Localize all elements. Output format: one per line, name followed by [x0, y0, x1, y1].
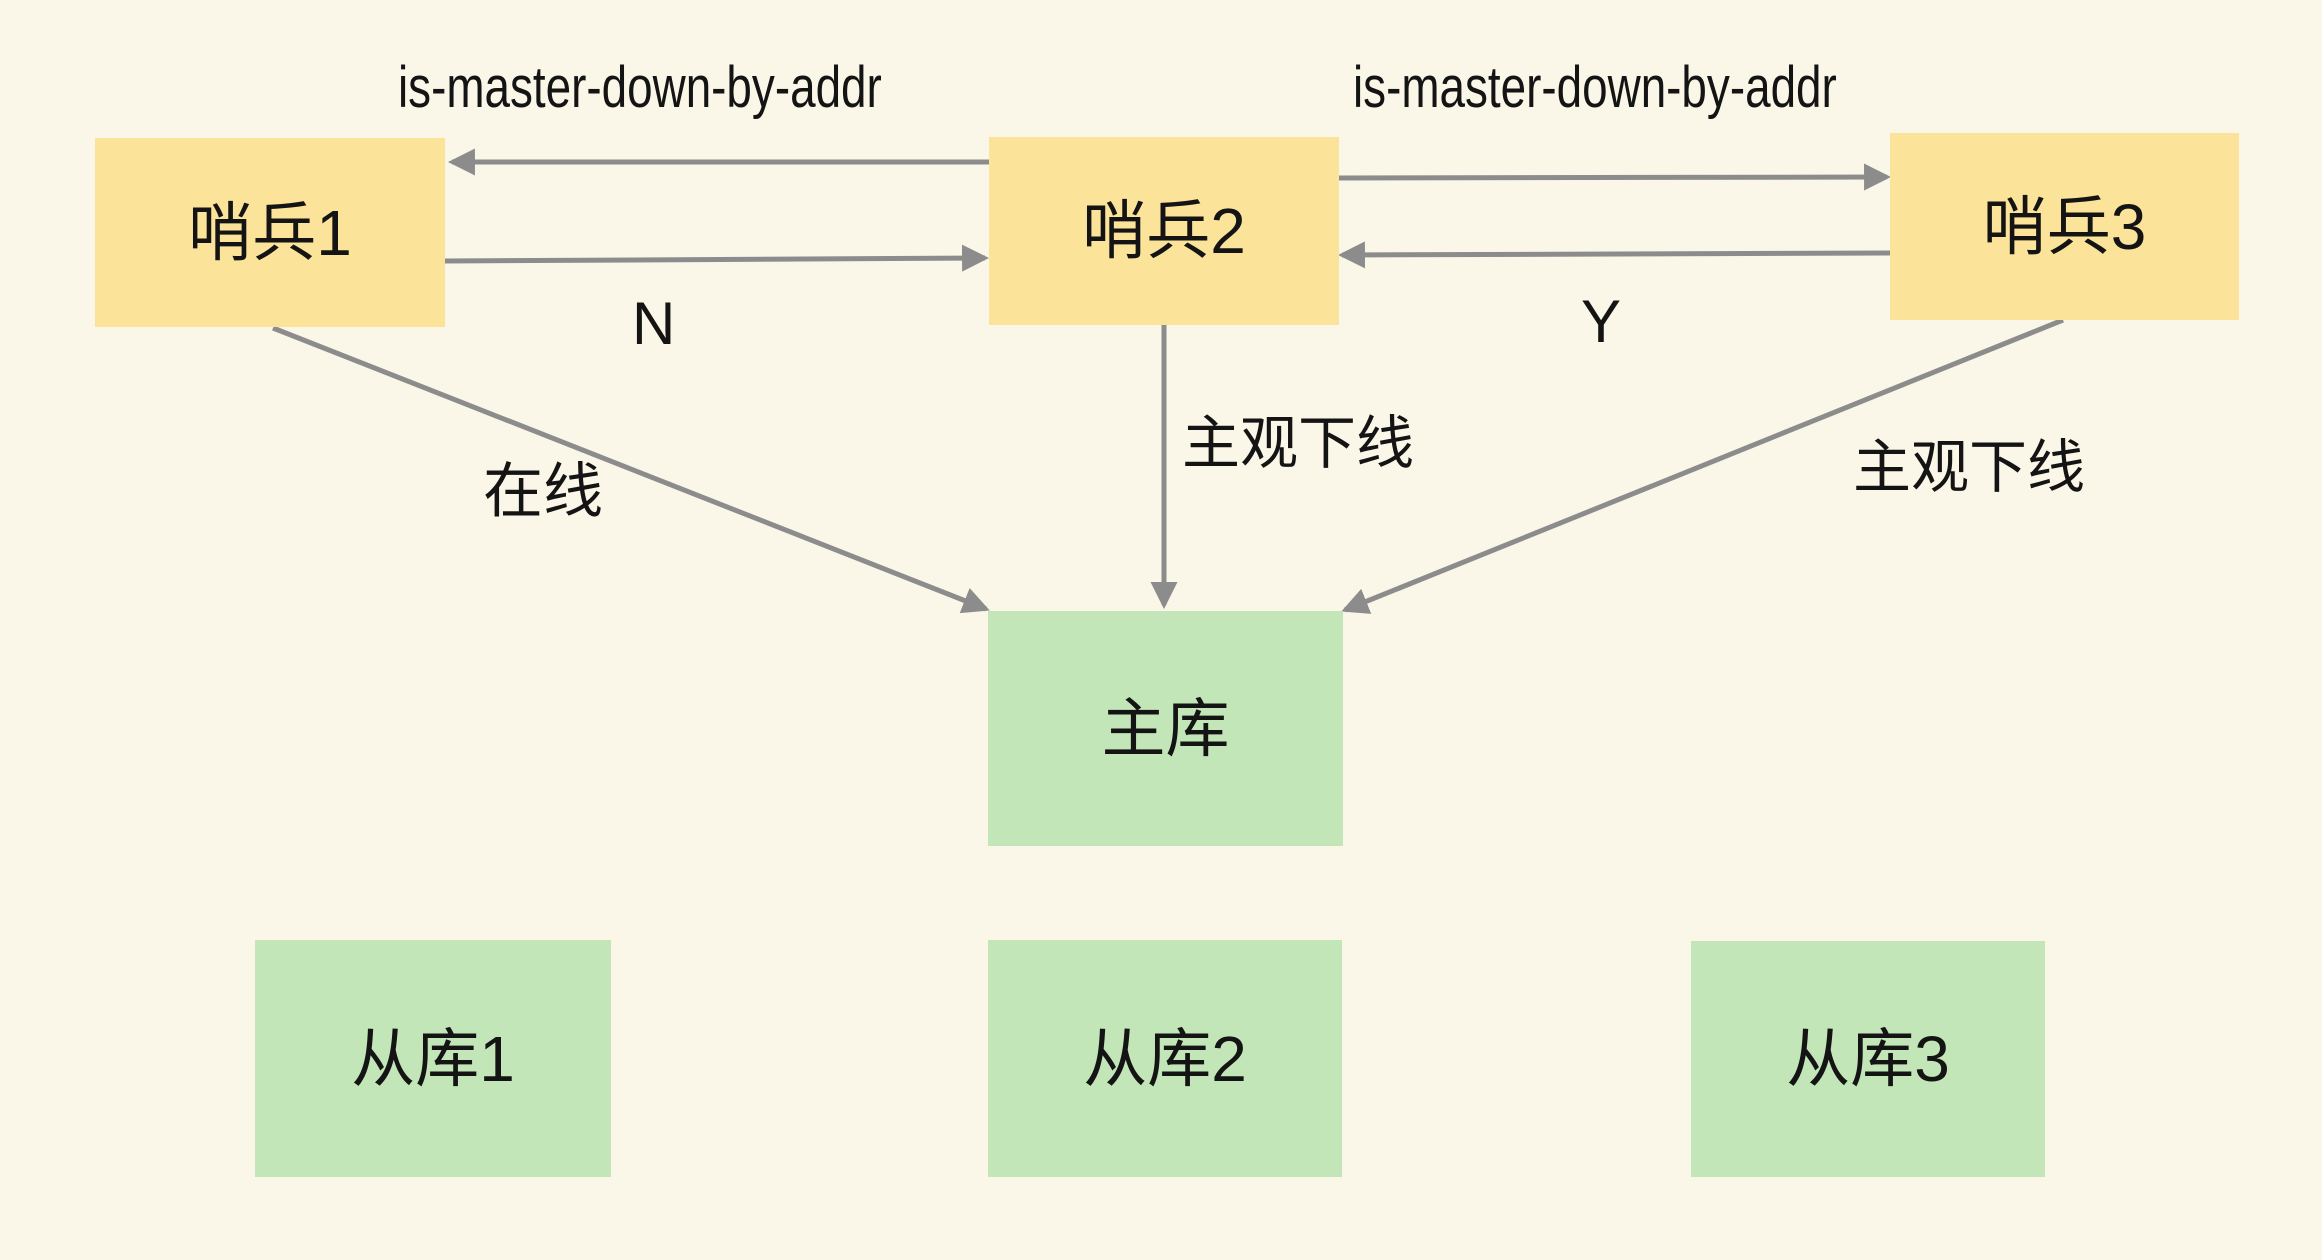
node-slave-1: 从库1	[255, 940, 611, 1177]
node-sentinel-1: 哨兵1	[95, 138, 445, 327]
edge-label-is-master-down-by-addr-right: is-master-down-by-addr	[1353, 55, 1837, 120]
node-sentinel-1-label: 哨兵1	[188, 196, 352, 269]
arrow-sentinel3-to-master	[1341, 317, 2064, 614]
arrow-sentinel2-to-sentinel3	[1338, 163, 1892, 191]
node-slave-3: 从库3	[1691, 941, 2045, 1177]
arrow-sentinel3-to-sentinel2	[1337, 241, 1891, 269]
edge-label-subjective-down-middle: 主观下线	[1182, 411, 1415, 476]
edge-label-n: N	[632, 290, 676, 357]
edge-label-y: Y	[1581, 288, 1622, 355]
node-sentinel-2: 哨兵2	[989, 137, 1339, 325]
node-slave-3-label: 从库3	[1786, 1023, 1950, 1095]
node-slave-1-label: 从库1	[351, 1022, 515, 1095]
node-master: 主库	[988, 611, 1343, 846]
arrow-sentinel1-to-master	[272, 325, 990, 614]
node-sentinel-3-label: 哨兵3	[1982, 190, 2147, 263]
edge-label-subjective-down-right: 主观下线	[1853, 435, 2086, 500]
edge-label-is-master-down-by-addr-left: is-master-down-by-addr	[398, 55, 882, 120]
node-slave-2: 从库2	[988, 940, 1342, 1177]
node-sentinel-2-label: 哨兵2	[1082, 195, 1246, 267]
node-slave-2-label: 从库2	[1083, 1022, 1247, 1095]
arrow-sentinel1-to-sentinel2	[444, 244, 990, 272]
node-master-label: 主库	[1101, 692, 1230, 765]
node-sentinel-3: 哨兵3	[1890, 133, 2239, 320]
edge-label-online: 在线	[483, 458, 603, 525]
